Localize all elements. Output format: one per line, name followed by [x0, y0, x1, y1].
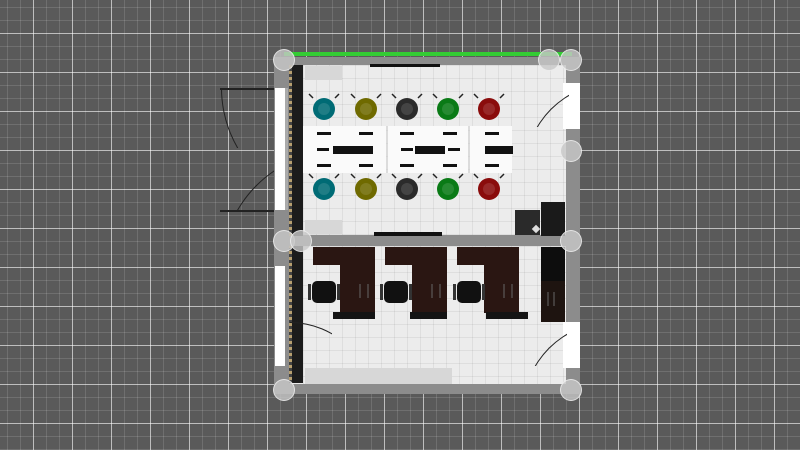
cabinet[interactable]: [541, 202, 565, 236]
desk-edge: [486, 312, 528, 319]
office-chair[interactable]: [308, 281, 340, 303]
vertex-handle-top-left[interactable]: [273, 49, 295, 71]
round-chair[interactable]: [313, 98, 335, 120]
selected-wall[interactable]: [284, 52, 572, 56]
round-chair[interactable]: [396, 98, 418, 120]
left-door-swing-bottom-line: [220, 210, 278, 212]
desk-edge: [333, 312, 375, 319]
lower-left-door[interactable]: [275, 266, 285, 366]
vertex-handle-top-mid[interactable]: [538, 49, 560, 71]
round-chair[interactable]: [313, 178, 335, 200]
desk-monitor: [541, 247, 565, 281]
vertex-handle-top-right[interactable]: [560, 49, 582, 71]
round-chair[interactable]: [437, 98, 459, 120]
office-desk-return[interactable]: [484, 247, 519, 313]
round-chair[interactable]: [478, 98, 500, 120]
top-wall-opening: [370, 64, 440, 67]
office-chair[interactable]: [380, 281, 412, 303]
round-chair[interactable]: [355, 98, 377, 120]
office-desk-return[interactable]: [412, 247, 447, 313]
divider-wall-opening: [374, 232, 442, 236]
mid-label-strip[interactable]: [305, 220, 342, 234]
round-chair[interactable]: [437, 178, 459, 200]
vertex-handle-bottom-left[interactable]: [273, 379, 295, 401]
table-details: [317, 126, 513, 173]
vertex-handle-bottom-right[interactable]: [560, 379, 582, 401]
divider-wall[interactable]: [284, 236, 572, 246]
vertex-handle-mid-right[interactable]: [560, 230, 582, 252]
left-inner-wall[interactable]: [292, 65, 303, 383]
vertex-handle-right-door[interactable]: [560, 140, 582, 162]
round-chair[interactable]: [478, 178, 500, 200]
desk-edge: [410, 312, 447, 319]
left-door-bottom[interactable]: [275, 150, 285, 210]
vertex-handle-mid-inner[interactable]: [290, 230, 312, 252]
round-chair[interactable]: [355, 178, 377, 200]
left-wall-trim: [289, 65, 292, 383]
left-door-frame: [285, 88, 288, 210]
printer[interactable]: [515, 210, 541, 235]
printer-icon: [531, 224, 541, 234]
office-desk-return[interactable]: [340, 247, 375, 313]
left-door-swing-top-line: [220, 88, 278, 90]
top-label-strip[interactable]: [305, 66, 342, 80]
round-chair[interactable]: [396, 178, 418, 200]
office-chair[interactable]: [453, 281, 485, 303]
bottom-label-strip[interactable]: [305, 368, 452, 384]
left-door-top[interactable]: [275, 88, 285, 150]
desk-details: [359, 284, 555, 306]
right-door-bottom[interactable]: [563, 322, 580, 368]
chair-legs: [308, 93, 505, 179]
